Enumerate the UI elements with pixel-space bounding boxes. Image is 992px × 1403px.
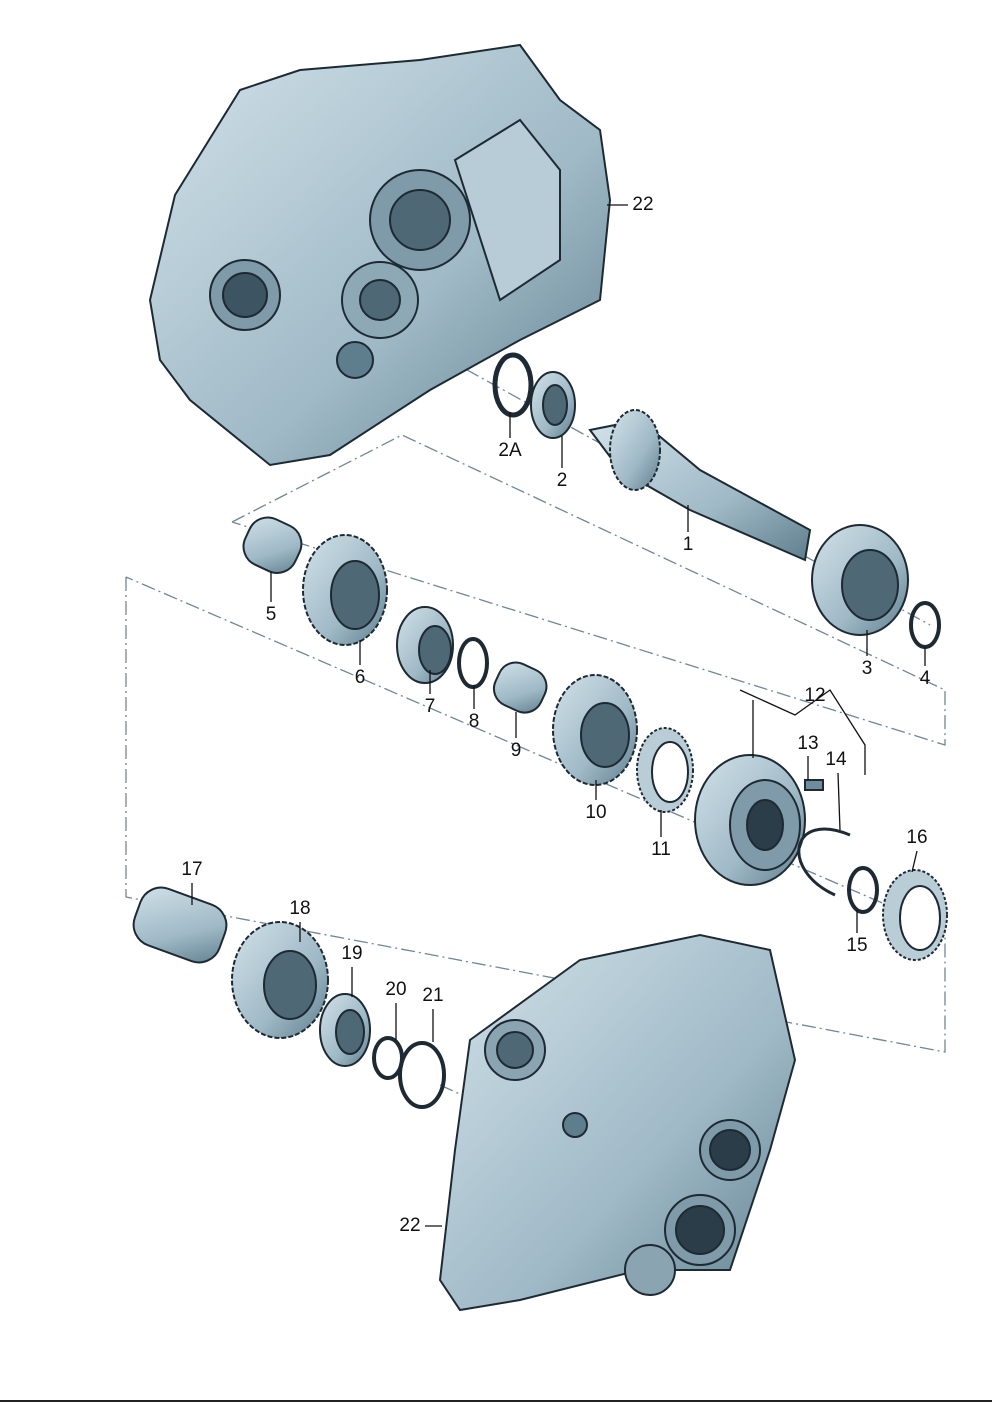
callout-2a: 2A	[498, 440, 522, 461]
callout-13: 13	[797, 733, 819, 754]
callout-12: 12	[804, 685, 826, 706]
callout-14: 14	[825, 749, 847, 770]
callout-5: 5	[265, 604, 277, 625]
bottom-rule	[0, 1400, 992, 1402]
callout-22-bottom: 22	[399, 1215, 421, 1236]
callout-3: 3	[861, 658, 873, 679]
needle-bearing-9	[492, 661, 548, 714]
callout-6: 6	[354, 667, 366, 688]
callout-17: 17	[181, 859, 203, 880]
needle-bearing-5	[242, 516, 303, 574]
callout-15: 15	[846, 935, 868, 956]
circlip-4	[909, 601, 941, 649]
parts	[132, 352, 948, 1109]
ring-20	[372, 1036, 404, 1080]
callout-20: 20	[385, 979, 407, 1000]
callout-9: 9	[510, 740, 522, 761]
circlip-15	[847, 866, 879, 914]
callout-7: 7	[424, 696, 436, 717]
callout-21: 21	[422, 985, 444, 1006]
callout-8: 8	[468, 711, 480, 732]
callout-4: 4	[919, 668, 931, 689]
callout-1: 1	[682, 534, 694, 555]
gearbox-housing-top	[148, 43, 612, 467]
callout-19: 19	[341, 943, 363, 964]
callout-11: 11	[651, 839, 671, 860]
gearbox-housing-bottom	[438, 933, 797, 1312]
shim-21	[398, 1041, 446, 1109]
needle-bearing-17	[132, 886, 228, 964]
spring-14	[797, 827, 851, 897]
ring-8	[457, 637, 489, 689]
callout-10: 10	[585, 802, 607, 823]
callout-18: 18	[289, 898, 311, 919]
callout-2: 2	[556, 470, 568, 491]
leader-lines	[191, 204, 926, 1227]
key-13	[804, 779, 824, 791]
callout-16: 16	[906, 827, 928, 848]
callout-22-top: 22	[632, 194, 654, 215]
ring-2a	[492, 352, 534, 418]
